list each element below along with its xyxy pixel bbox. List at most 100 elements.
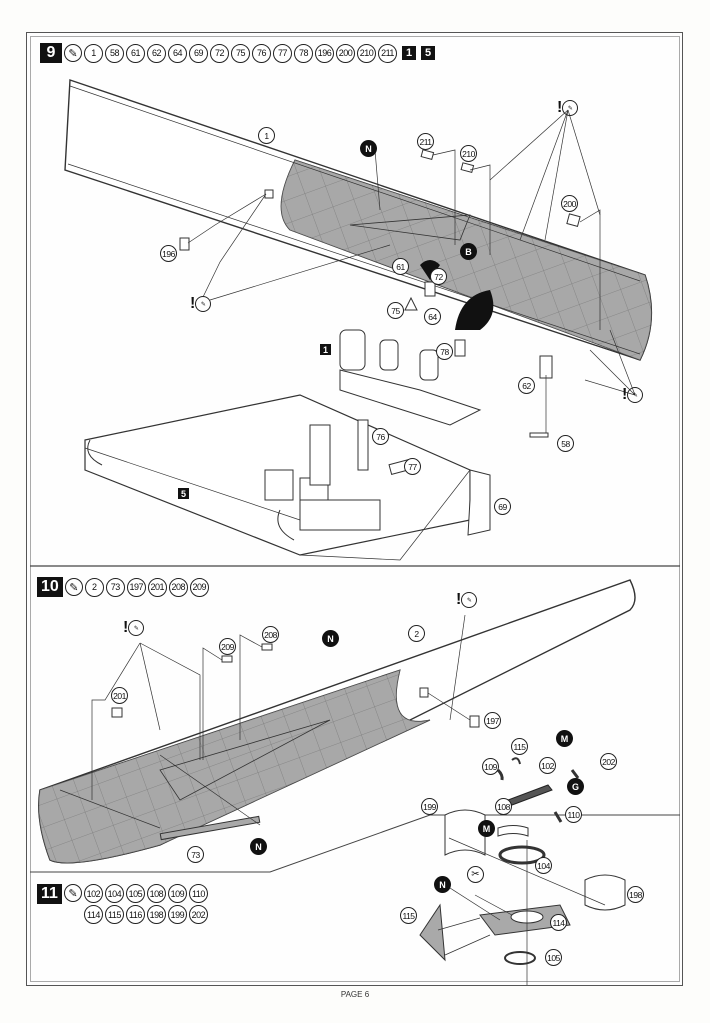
callout-part-61: 61 <box>392 258 409 275</box>
paint-color-n-icon: N <box>322 630 339 647</box>
callout-part-198: 198 <box>627 886 644 903</box>
part-ref: 58 <box>105 43 124 63</box>
part-208-shape <box>261 643 273 651</box>
paint-color-m-icon: M <box>478 820 495 837</box>
callout-part-210: 210 <box>460 145 477 162</box>
part-ref: 197 <box>126 577 146 597</box>
callout-part-78: 78 <box>436 343 453 360</box>
part-108-shape <box>497 825 529 837</box>
part-210-shape <box>460 162 475 174</box>
paint-color-n-icon: N <box>434 876 451 893</box>
callout-part-202: 202 <box>600 753 617 770</box>
callout-part-72: 72 <box>430 268 447 285</box>
subassembly-ref: 5 <box>421 46 435 60</box>
part-201-shape <box>111 707 123 718</box>
paint-color-m-icon: M <box>556 730 573 747</box>
subassembly-5-marker: 5 <box>178 488 189 499</box>
part-ref: 69 <box>189 43 208 63</box>
part-198-shape <box>584 874 626 911</box>
part-62-shape <box>539 355 553 379</box>
part-76-shape <box>357 419 369 471</box>
part-102-shape <box>507 784 553 806</box>
part-ref: 198 <box>146 905 166 924</box>
subassembly-ref: 1 <box>402 46 416 60</box>
part-ref: 75 <box>231 43 250 63</box>
callout-part-69: 69 <box>494 498 511 515</box>
part-ref: 115 <box>104 905 124 924</box>
part-ref: 73 <box>105 577 125 597</box>
part-199-shape <box>444 809 486 856</box>
part-ref: 62 <box>147 43 166 63</box>
step-number: 11 <box>37 884 62 904</box>
step9-floor-assembly <box>84 394 471 556</box>
part-196-shape <box>179 237 190 251</box>
step9-cockpit-assembly <box>339 260 494 426</box>
part-ref: 211 <box>378 43 397 63</box>
paint-color-g-icon: G <box>567 778 584 795</box>
part-ref: 208 <box>168 577 188 597</box>
part-211-shape <box>420 149 435 161</box>
part-ref: 200 <box>336 43 355 63</box>
clear-glue-warning-icon: !✎ <box>557 100 579 116</box>
part-209-shape <box>221 655 233 663</box>
part-ref: 109 <box>167 884 187 903</box>
part-105-shape <box>504 951 536 965</box>
callout-part-115: 115 <box>511 738 528 755</box>
part-197-shape <box>469 715 480 728</box>
callout-part-77: 77 <box>404 458 421 475</box>
cut-scissors-icon: ✂ <box>467 866 484 883</box>
part-ref: 196 <box>315 43 334 63</box>
callout-part-1: 1 <box>258 127 275 144</box>
part-ref: 64 <box>168 43 187 63</box>
paint-color-n-icon: N <box>250 838 267 855</box>
step10-divider <box>30 814 680 873</box>
part-ref: 1 <box>84 43 103 63</box>
part-ref: 102 <box>83 884 103 903</box>
callout-part-104: 104 <box>535 857 552 874</box>
part-ref: 199 <box>167 905 187 924</box>
part-ref: 201 <box>147 577 167 597</box>
paint-color-n-icon: N <box>360 140 377 157</box>
part-ref: 209 <box>189 577 209 597</box>
clear-glue-warning-icon: !✎ <box>190 296 212 312</box>
part-ref: 110 <box>188 884 208 903</box>
callout-part-114: 114 <box>550 914 567 931</box>
callout-part-75: 75 <box>387 302 404 319</box>
part-58-shape <box>529 432 549 438</box>
part-ref: 72 <box>210 43 229 63</box>
callout-part-76: 76 <box>372 428 389 445</box>
clear-glue-warning-icon: !✎ <box>123 620 145 636</box>
callout-part-110: 110 <box>565 806 582 823</box>
callout-part-64: 64 <box>424 308 441 325</box>
part-ref: 61 <box>126 43 145 63</box>
callout-part-197: 197 <box>484 712 501 729</box>
callout-part-62: 62 <box>518 377 535 394</box>
step-10-header: 10 ✎ 2 73 197 201 208 209 <box>37 577 209 597</box>
clear-glue-warning-icon: !✎ <box>622 387 644 403</box>
part-ref: 116 <box>125 905 145 924</box>
callout-part-201: 201 <box>111 687 128 704</box>
step11-assembly <box>419 757 626 965</box>
callout-part-2: 2 <box>408 625 425 642</box>
step9-fuselage-half <box>64 79 653 361</box>
part-ref: 78 <box>294 43 313 63</box>
part-ref: 104 <box>104 884 124 903</box>
callout-part-200: 200 <box>561 195 578 212</box>
step-number: 9 <box>40 43 62 63</box>
callout-part-108: 108 <box>495 798 512 815</box>
cement-glue-icon: ✎ <box>64 578 83 596</box>
callout-part-102: 102 <box>539 757 556 774</box>
step-number: 10 <box>37 577 63 597</box>
part-ref: 114 <box>83 905 103 924</box>
callout-part-208: 208 <box>262 626 279 643</box>
page-inner-frame <box>30 36 680 982</box>
callout-part-58: 58 <box>557 435 574 452</box>
step-9-header: 9 ✎ 1 58 61 62 64 69 72 75 76 77 78 196 … <box>40 43 435 63</box>
callout-part-116: 115 <box>400 907 417 924</box>
step-11-header: 11 ✎ 102 104 105 108 109 110 114 115 116… <box>37 884 208 924</box>
callout-part-196: 196 <box>160 245 177 262</box>
cement-glue-icon: ✎ <box>64 44 82 62</box>
part-ref: 2 <box>84 577 104 597</box>
part-200-shape <box>566 213 581 227</box>
